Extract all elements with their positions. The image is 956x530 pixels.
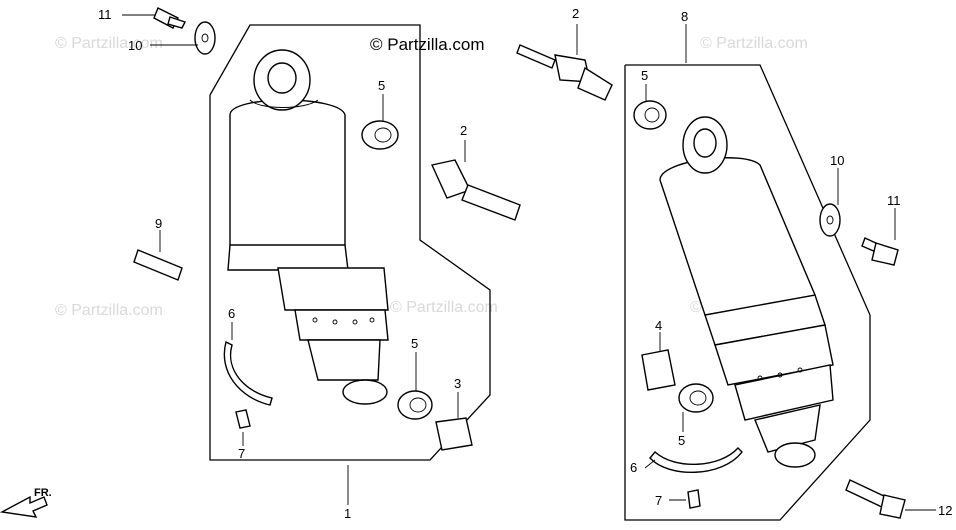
right-shock-absorber bbox=[659, 116, 834, 468]
callout-6-left: 6 bbox=[228, 306, 235, 321]
clip-6-right bbox=[649, 446, 743, 474]
clip-6-left bbox=[223, 340, 273, 406]
callout-1: 1 bbox=[344, 506, 351, 521]
callout-9: 9 bbox=[155, 216, 162, 231]
tab-7-left bbox=[235, 409, 251, 429]
front-direction-indicator: FR. bbox=[0, 487, 52, 518]
collar-4 bbox=[641, 349, 676, 391]
callout-11-left: 11 bbox=[98, 7, 112, 22]
bushing-5-left-upper bbox=[361, 120, 399, 150]
bolt-2-lower bbox=[431, 159, 521, 221]
callout-3: 3 bbox=[454, 376, 461, 391]
watermarks: © Partzilla.com © Partzilla.com © Partzi… bbox=[55, 35, 808, 319]
watermark-text: © Partzilla.com bbox=[390, 299, 498, 316]
bolt-11-right bbox=[861, 237, 899, 266]
collar-3 bbox=[435, 417, 473, 451]
callout-6-right: 6 bbox=[630, 460, 637, 475]
washer-10-left bbox=[194, 21, 216, 55]
leader-lines bbox=[122, 14, 936, 511]
callout-numbers: 11 10 2 2 5 9 6 5 3 7 1 8 5 10 11 4 5 6 … bbox=[98, 6, 952, 521]
callout-7-right: 7 bbox=[655, 493, 662, 508]
callout-5-left-upper: 5 bbox=[378, 78, 385, 93]
right-assembly-boundary bbox=[624, 64, 871, 521]
callout-5-right-lower: 5 bbox=[678, 433, 685, 448]
callout-11-right: 11 bbox=[887, 193, 901, 208]
callout-12: 12 bbox=[938, 503, 952, 518]
left-shock-absorber bbox=[227, 49, 389, 405]
callout-2-upper: 2 bbox=[572, 6, 579, 21]
callout-2-lower: 2 bbox=[460, 123, 467, 138]
bushing-5-right-upper bbox=[633, 100, 667, 130]
pin-9 bbox=[133, 249, 183, 281]
callout-4: 4 bbox=[655, 318, 662, 333]
bushing-5-right-lower bbox=[678, 383, 714, 413]
bolt-11-left bbox=[153, 7, 186, 29]
watermark-text: © Partzilla.com bbox=[55, 35, 163, 52]
callout-8: 8 bbox=[681, 9, 688, 24]
callout-5-right-upper: 5 bbox=[641, 68, 648, 83]
tab-7-right bbox=[687, 489, 701, 509]
watermark-text: © Partzilla.com bbox=[700, 35, 808, 52]
left-assembly-boundary bbox=[209, 24, 491, 461]
callout-7-left: 7 bbox=[238, 446, 245, 461]
callout-10-right: 10 bbox=[830, 153, 844, 168]
bushing-5-left-lower bbox=[397, 390, 433, 420]
front-direction-label: FR. bbox=[34, 487, 52, 499]
bolt-12 bbox=[845, 479, 906, 519]
callout-5-left-lower: 5 bbox=[411, 336, 418, 351]
watermark-text: © Partzilla.com bbox=[55, 302, 163, 319]
bolt-2-upper bbox=[516, 44, 613, 101]
washer-10-right bbox=[819, 203, 841, 237]
callout-10-left: 10 bbox=[128, 38, 142, 53]
brand-text: © Partzilla.com bbox=[370, 35, 485, 54]
